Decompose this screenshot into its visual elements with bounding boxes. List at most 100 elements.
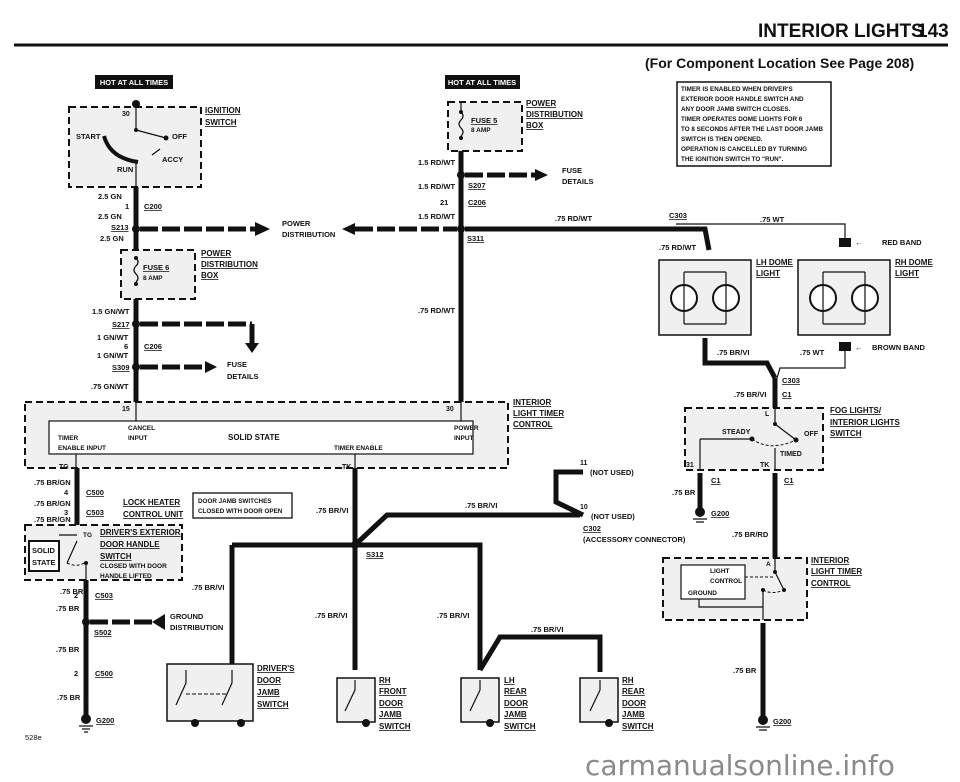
svg-text:FOG LIGHTS/: FOG LIGHTS/ bbox=[830, 406, 882, 415]
svg-text:S207: S207 bbox=[468, 181, 486, 190]
svg-text:CONTROL: CONTROL bbox=[513, 420, 553, 429]
power-distribution-box-left: FUSE 6 8 AMP POWER DISTRIBUTION BOX bbox=[120, 249, 258, 300]
switch-arc-icon bbox=[102, 135, 139, 164]
center-feed-wire: 1.5 RD/WT FUSE DETAILS 1.5 RD/WT S207 21… bbox=[342, 151, 680, 432]
svg-text:8 AMP: 8 AMP bbox=[143, 275, 163, 282]
svg-text:LIGHT TIMER: LIGHT TIMER bbox=[811, 567, 862, 576]
svg-text:C200: C200 bbox=[144, 202, 162, 211]
svg-text:RUN: RUN bbox=[117, 165, 133, 174]
driver-door-handle-chain: .75 BR/GN 4 C500 .75 BR/GN 3 C503 .75 BR… bbox=[24, 468, 223, 733]
drivers-door-jamb-switch: DRIVER'S DOOR JAMB SWITCH bbox=[166, 663, 295, 727]
svg-text:CONTROL: CONTROL bbox=[811, 579, 851, 588]
svg-text:C1: C1 bbox=[782, 390, 792, 399]
svg-text:.75 BR/GN: .75 BR/GN bbox=[34, 515, 71, 524]
svg-text:SWITCH: SWITCH bbox=[257, 700, 289, 709]
svg-text:.75 BR: .75 BR bbox=[733, 666, 757, 675]
svg-text:S312: S312 bbox=[366, 550, 384, 559]
svg-text:IGNITION: IGNITION bbox=[205, 106, 241, 115]
svg-text:JAMB: JAMB bbox=[257, 688, 280, 697]
svg-text:INPUT: INPUT bbox=[454, 435, 474, 442]
svg-text:STEADY: STEADY bbox=[722, 429, 751, 436]
svg-text:OFF: OFF bbox=[172, 132, 187, 141]
ground-icon bbox=[191, 719, 199, 727]
svg-text:.75 BR: .75 BR bbox=[57, 693, 81, 702]
svg-text:.75 BR/VI: .75 BR/VI bbox=[734, 390, 767, 399]
svg-text:HOT AT ALL TIMES: HOT AT ALL TIMES bbox=[448, 78, 516, 87]
light-control-module bbox=[680, 564, 746, 600]
svg-text:SWITCH: SWITCH bbox=[504, 722, 536, 731]
svg-text:←: ← bbox=[855, 343, 863, 352]
accessory-connector-c302: 11 (NOT USED) 10 (NOT USED) C302 (ACCESS… bbox=[553, 460, 686, 544]
arrow-left-icon bbox=[342, 223, 355, 235]
svg-text:1: 1 bbox=[125, 202, 129, 211]
svg-text:.75 WT: .75 WT bbox=[760, 215, 785, 224]
svg-text:DISTRIBUTION: DISTRIBUTION bbox=[526, 110, 583, 119]
svg-text:.75 RD/WT: .75 RD/WT bbox=[555, 214, 593, 223]
svg-text:DOOR HANDLE: DOOR HANDLE bbox=[100, 540, 160, 549]
svg-text:.75 BR: .75 BR bbox=[56, 645, 80, 654]
fog-interior-lights-switch: .75 BR/VI C1 L STEADY OFF TIMED 31 TK FO… bbox=[672, 390, 900, 562]
svg-text:DOOR: DOOR bbox=[257, 676, 281, 685]
fuse-icon bbox=[133, 257, 139, 283]
svg-text:30: 30 bbox=[446, 406, 454, 413]
svg-text:BROWN BAND: BROWN BAND bbox=[872, 343, 925, 352]
svg-text:S309: S309 bbox=[112, 363, 130, 372]
page-number: 143 bbox=[917, 21, 949, 42]
svg-text:S217: S217 bbox=[112, 320, 130, 329]
timer-note-box: TIMER IS ENABLED WHEN DRIVER'S EXTERIOR … bbox=[676, 81, 832, 167]
svg-text:6: 6 bbox=[124, 342, 128, 351]
ignition-switch: 30 START OFF ACCY RUN IGNITION SWITCH bbox=[68, 100, 241, 188]
svg-text:INTERIOR: INTERIOR bbox=[513, 398, 551, 407]
svg-text:2: 2 bbox=[74, 669, 78, 678]
watermark: carmanualsonline.info bbox=[585, 749, 895, 782]
hot-badge-center: HOT AT ALL TIMES bbox=[445, 75, 520, 89]
svg-text:RED BAND: RED BAND bbox=[882, 238, 922, 247]
svg-text:SWITCH: SWITCH bbox=[830, 429, 862, 438]
svg-text:31: 31 bbox=[686, 462, 694, 469]
svg-text:TO 8 SECONDS AFTER THE LAST DO: TO 8 SECONDS AFTER THE LAST DOOR JAMB bbox=[681, 126, 823, 133]
svg-text:RH DOME: RH DOME bbox=[895, 258, 933, 267]
svg-text:INTERIOR: INTERIOR bbox=[811, 556, 849, 565]
svg-text:C303: C303 bbox=[669, 211, 687, 220]
svg-text:TIMER IS ENABLED WHEN DRIVER'S: TIMER IS ENABLED WHEN DRIVER'S bbox=[681, 86, 793, 93]
svg-text:OFF: OFF bbox=[804, 431, 819, 438]
svg-text:INPUT: INPUT bbox=[128, 435, 148, 442]
red-band-icon bbox=[839, 238, 851, 247]
svg-text:S311: S311 bbox=[467, 234, 484, 243]
svg-text:G200: G200 bbox=[711, 509, 729, 518]
svg-text:DETAILS: DETAILS bbox=[227, 372, 259, 381]
page-subtitle: (For Component Location See Page 208) bbox=[645, 55, 914, 71]
svg-text:.75 BR/GN: .75 BR/GN bbox=[34, 499, 71, 508]
svg-text:TK: TK bbox=[342, 464, 351, 471]
svg-text:DETAILS: DETAILS bbox=[562, 177, 594, 186]
svg-text:S213: S213 bbox=[111, 223, 129, 232]
lh-rear-door-jamb-switch: LH REAR DOOR JAMB SWITCH bbox=[460, 676, 536, 731]
svg-text:8 AMP: 8 AMP bbox=[471, 127, 491, 134]
red-band-arrow: ← bbox=[855, 238, 863, 247]
svg-text:C303: C303 bbox=[782, 376, 800, 385]
svg-text:DRIVER'S EXTERIOR: DRIVER'S EXTERIOR bbox=[100, 528, 181, 537]
svg-text:.75 BR/VI: .75 BR/VI bbox=[717, 348, 750, 357]
svg-text:CLOSED WITH DOOR: CLOSED WITH DOOR bbox=[100, 563, 167, 570]
svg-text:LH DOME: LH DOME bbox=[756, 258, 794, 267]
svg-text:SWITCH: SWITCH bbox=[205, 118, 237, 127]
brown-band-icon bbox=[839, 342, 851, 351]
svg-text:10: 10 bbox=[580, 504, 588, 511]
svg-text:RH: RH bbox=[379, 676, 391, 685]
hot-badge-left: HOT AT ALL TIMES bbox=[95, 75, 173, 89]
svg-text:FUSE: FUSE bbox=[562, 166, 582, 175]
solid-state-box bbox=[28, 540, 60, 572]
svg-text:.75 RD/WT: .75 RD/WT bbox=[659, 243, 697, 252]
svg-text:DOOR: DOOR bbox=[379, 699, 403, 708]
svg-text:C1: C1 bbox=[784, 476, 794, 485]
jamb-note-box: DOOR JAMB SWITCHES CLOSED WITH DOOR OPEN bbox=[192, 492, 293, 519]
section-title: INTERIOR LIGHTS bbox=[758, 21, 924, 42]
svg-text:ENABLE INPUT: ENABLE INPUT bbox=[58, 445, 106, 452]
svg-text:CLOSED WITH DOOR OPEN: CLOSED WITH DOOR OPEN bbox=[198, 508, 283, 515]
interior-light-timer-control-right: LIGHT CONTROL GROUND A INTERIOR LIGHT TI… bbox=[662, 556, 862, 731]
svg-text:(ACCESSORY CONNECTOR): (ACCESSORY CONNECTOR) bbox=[583, 535, 686, 544]
svg-text:RH: RH bbox=[622, 676, 634, 685]
svg-text:C500: C500 bbox=[86, 488, 104, 497]
svg-text:SWITCH IS THEN OPENED.: SWITCH IS THEN OPENED. bbox=[681, 136, 763, 143]
